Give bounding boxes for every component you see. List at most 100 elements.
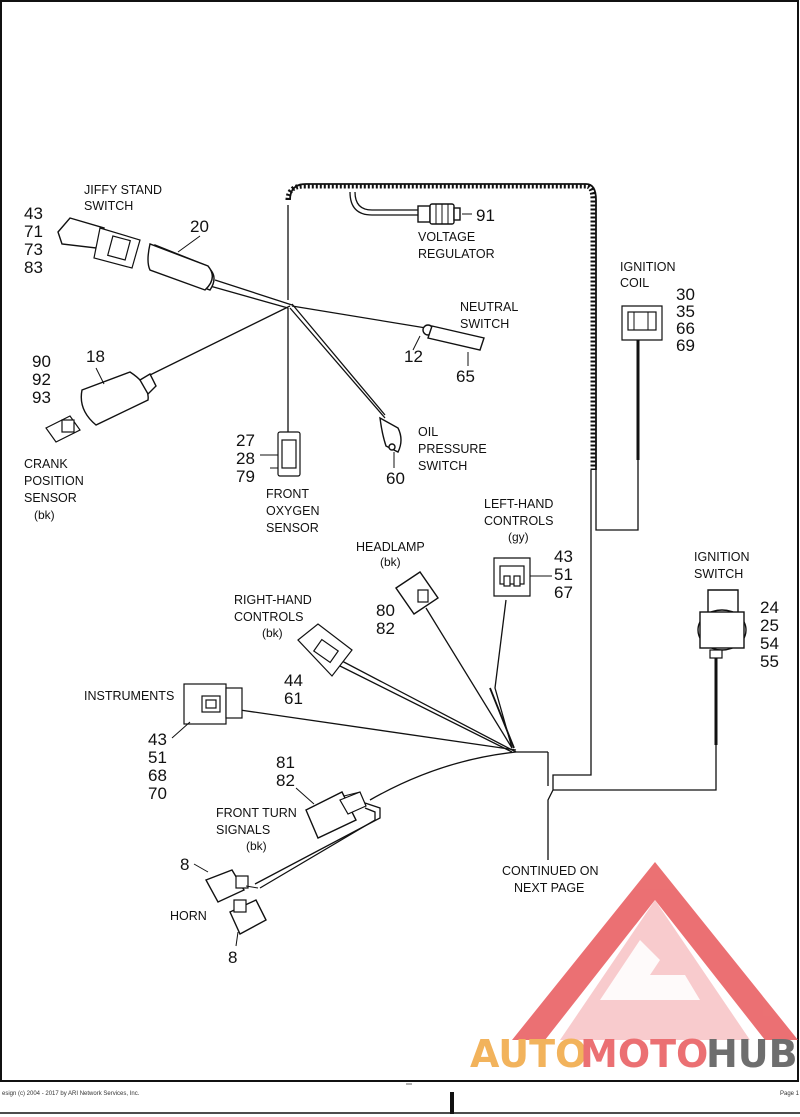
svg-text:PRESSURE: PRESSURE [418, 442, 487, 456]
svg-text:81: 81 [276, 753, 295, 772]
numbers-ignition-switch: 24 25 54 55 [760, 598, 779, 671]
page-border [0, 0, 799, 1082]
label-headlamp: HEADLAMP (bk) [356, 540, 425, 569]
svg-text:28: 28 [236, 449, 255, 468]
svg-text:SWITCH: SWITCH [694, 567, 743, 581]
leader-18 [95, 367, 105, 385]
svg-text:VOLTAGE: VOLTAGE [418, 230, 475, 244]
number-horn-bottom: 8 [228, 948, 237, 967]
svg-text:27: 27 [236, 431, 255, 450]
label-neutral-switch: NEUTRAL SWITCH [460, 300, 518, 331]
label-oil-pressure: OIL PRESSURE SWITCH [418, 425, 487, 473]
label-ignition-coil: IGNITION COIL [620, 260, 676, 290]
watermark-hub: HUB [706, 1032, 798, 1076]
svg-text:REGULATOR: REGULATOR [418, 247, 495, 261]
instruments-connector [183, 683, 243, 725]
svg-text:43: 43 [24, 204, 43, 223]
svg-text:CRANK: CRANK [24, 457, 68, 471]
svg-text:SWITCH: SWITCH [460, 317, 509, 331]
svg-text:55: 55 [760, 652, 779, 671]
label-front-oxygen: FRONT OXYGEN SENSOR [266, 487, 320, 535]
label-left-hand: LEFT-HAND CONTROLS (gy) [484, 497, 553, 544]
numbers-coil: 30 35 66 69 [676, 285, 695, 355]
leader-turn [295, 787, 315, 805]
number-18: 18 [86, 347, 105, 366]
svg-text:35: 35 [676, 302, 695, 321]
numbers-right-hand: 44 61 [284, 671, 303, 708]
numbers-instruments: 43 51 68 70 [148, 730, 167, 803]
footer-copyright: esign (c) 2004 - 2017 by ARI Network Ser… [2, 1091, 140, 1097]
leader-horn-bottom [235, 931, 239, 947]
svg-text:71: 71 [24, 222, 43, 241]
svg-text:IGNITION: IGNITION [694, 550, 750, 564]
front-oxygen-sensor [260, 431, 301, 477]
number-horn-top: 8 [180, 855, 189, 874]
svg-text:30: 30 [676, 285, 695, 304]
label-jiffy-stand: JIFFY STAND SWITCH [84, 183, 162, 213]
ignition-coil [621, 305, 663, 460]
label-instruments: INSTRUMENTS [84, 689, 174, 703]
svg-text:OXYGEN: OXYGEN [266, 504, 320, 518]
svg-text:90: 90 [32, 352, 51, 371]
svg-text:79: 79 [236, 467, 255, 486]
number-60: 60 [386, 469, 405, 488]
numbers-oxygen: 27 28 79 [236, 431, 255, 486]
left-hand-controls [493, 557, 531, 597]
watermark-logo: AUTO MOTO HUB [470, 862, 798, 1076]
ignition-switch [697, 589, 747, 745]
svg-text:POSITION: POSITION [24, 474, 84, 488]
numbers-jiffy: 43 71 73 83 [24, 204, 43, 277]
svg-text:73: 73 [24, 240, 43, 259]
svg-text:LEFT-HAND: LEFT-HAND [484, 497, 553, 511]
footer-page: Page 1 [780, 1091, 800, 1097]
numbers-turn-signals: 81 82 [276, 753, 295, 790]
svg-text:68: 68 [148, 766, 167, 785]
number-12: 12 [404, 347, 423, 366]
svg-text:92: 92 [32, 370, 51, 389]
svg-text:SENSOR: SENSOR [266, 521, 319, 535]
svg-text:SENSOR: SENSOR [24, 491, 77, 505]
svg-text:24: 24 [760, 598, 779, 617]
svg-text:HEADLAMP: HEADLAMP [356, 540, 425, 554]
label-crank-sensor: CRANK POSITION SENSOR (bk) [24, 457, 84, 522]
leader-horn-top [193, 863, 209, 873]
svg-text:43: 43 [554, 547, 573, 566]
voltage-regulator [349, 191, 470, 225]
headlamp-connector [395, 571, 439, 615]
right-hand-controls [297, 623, 353, 677]
svg-text:44: 44 [284, 671, 303, 690]
oil-pressure-switch [379, 416, 402, 453]
number-20: 20 [190, 217, 209, 236]
branch-wires [149, 279, 427, 432]
svg-text:JIFFY STAND: JIFFY STAND [84, 183, 162, 197]
svg-text:25: 25 [760, 616, 779, 635]
svg-text:OIL: OIL [418, 425, 438, 439]
svg-text:COIL: COIL [620, 276, 649, 290]
watermark-moto: MOTO [580, 1032, 708, 1076]
numbers-crank: 90 92 93 [32, 352, 51, 407]
svg-text:69: 69 [676, 336, 695, 355]
neutral-switch [412, 324, 485, 351]
label-horn: HORN [170, 909, 207, 923]
svg-text:82: 82 [376, 619, 395, 638]
svg-text:CONTROLS: CONTROLS [234, 610, 303, 624]
svg-text:(bk): (bk) [380, 555, 401, 569]
numbers-left-hand: 43 51 67 [554, 547, 573, 602]
numbers-headlamp: 80 82 [376, 601, 395, 638]
number-65: 65 [456, 367, 475, 386]
svg-text:61: 61 [284, 689, 303, 708]
label-voltage-regulator: VOLTAGE REGULATOR [418, 230, 495, 261]
svg-text:51: 51 [148, 748, 167, 767]
svg-text:82: 82 [276, 771, 295, 790]
svg-text:SIGNALS: SIGNALS [216, 823, 270, 837]
crank-position-sensor [45, 371, 157, 443]
svg-text:51: 51 [554, 565, 573, 584]
svg-text:80: 80 [376, 601, 395, 620]
svg-text:67: 67 [554, 583, 573, 602]
svg-text:CONTINUED ON: CONTINUED ON [502, 864, 599, 878]
lower-branch-wires [239, 599, 548, 889]
svg-text:43: 43 [148, 730, 167, 749]
number-91: 91 [476, 206, 495, 225]
jiffy-stand-switch [57, 217, 215, 291]
